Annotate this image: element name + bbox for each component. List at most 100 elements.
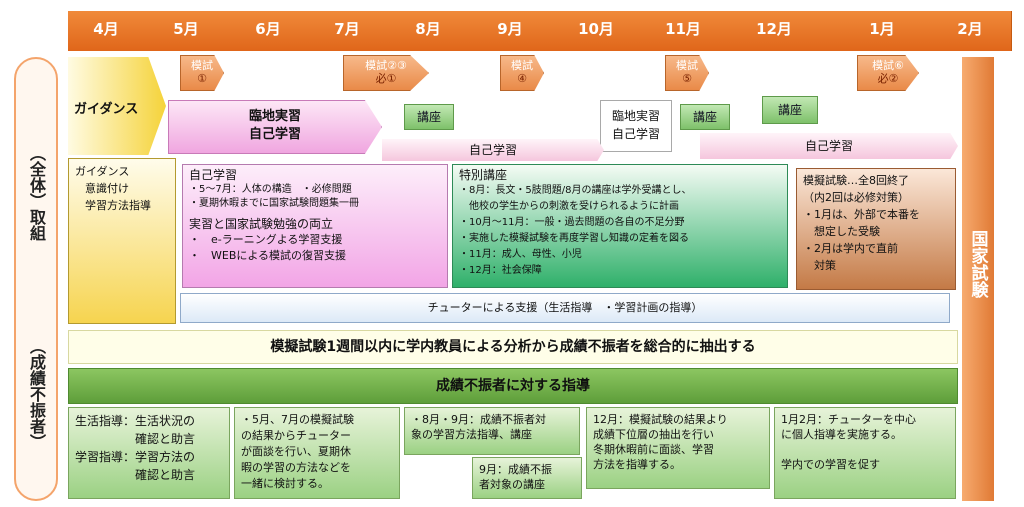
self-study-panel-bullet: ・ e-ラーニングよる学習支援 xyxy=(189,233,343,246)
month-feb: 2月 xyxy=(957,20,983,38)
month-header xyxy=(68,11,1012,51)
koza-tab-1: 講座 xyxy=(404,104,454,130)
rinchi-box-2: 臨地実習 自己学習 xyxy=(600,100,672,152)
mock-exam-panel: 模擬試験…全8回終了 （内2回は必修対策） ・1月は、外部で本番を 想定した受験… xyxy=(796,168,956,290)
guidance-panel: ガイダンス 意識付け 学習方法指導 xyxy=(68,158,176,324)
exam-tab-1-line1: 模試 xyxy=(191,59,213,72)
guidance-box-line: 1月2月：チューターを中心 xyxy=(781,413,916,426)
guidance-box-line: 確認と助言 xyxy=(75,432,196,446)
month-jan: 1月 xyxy=(869,20,895,38)
guidance-box-line: 学習指導：学習方法の xyxy=(75,450,196,464)
guidance-box-2: ・5月、7月の模擬試験 の結果からチューター が面談を行い、夏期休 暇の学習の方… xyxy=(234,407,400,499)
special-course-line: ・8月：長文・5肢問題/8月の講座は学外受講とし、 xyxy=(459,185,692,196)
guidance-box-line: 冬期休暇前に面談、学習 xyxy=(593,443,714,456)
special-course-title: 特別講座 xyxy=(459,168,508,182)
exam-tab-5-line2: 必② xyxy=(877,72,899,85)
guidance-box-line: 12月：模擬試験の結果より xyxy=(593,413,728,426)
special-course-line: ・10月〜11月：一般・過去問題の各自の不足分野 xyxy=(459,217,685,228)
guidance-box-line: 象の学習方法指導、講座 xyxy=(411,428,532,441)
guidance-box-1: 生活指導：生活状況の 確認と助言 学習指導：学習方法の 確認と助言 xyxy=(68,407,230,499)
mock-exam-line: （内2回は必修対策） xyxy=(803,191,909,204)
guidance-box-line: 成績下位層の抽出を行い xyxy=(593,428,714,441)
exam-tab-5-line1: 模試⑥ xyxy=(872,59,904,72)
month-jul: 7月 xyxy=(334,20,360,38)
month-jun: 6月 xyxy=(255,20,281,38)
mock-exam-line: ・2月は学内で直前 xyxy=(803,242,898,255)
guidance-box-line: 学内での学習を促す xyxy=(781,458,880,471)
guidance-box-3: ・8月・9月：成績不振者対 象の学習方法指導、講座 xyxy=(404,407,580,455)
special-course-line: ・11月：成人、母性、小児 xyxy=(459,249,582,260)
self-study-panel-line: ・5〜7月：人体の構造 ・必修問題 xyxy=(189,184,352,195)
guidance-box-line: 方法を指導する。 xyxy=(593,458,681,471)
national-exam-label: 国家試験 xyxy=(967,230,988,298)
guidance-box-6: 1月2月：チューターを中心 に個人指導を実施する。 学内での学習を促す xyxy=(774,407,956,499)
month-oct: 10月 xyxy=(578,20,614,38)
guidance-box-line: ・5月、7月の模擬試験 xyxy=(241,413,354,426)
guidance-box-line xyxy=(781,442,949,457)
special-course-line: ・実施した模擬試験を再度学習し知識の定着を図る xyxy=(459,233,689,244)
self-study-panel-bullet: ・ WEBによる模試の復習支援 xyxy=(189,249,347,262)
guidance-box-line: の結果からチューター xyxy=(241,429,351,442)
guidance-box-line: が面談を行い、夏期休 xyxy=(241,445,351,458)
exam-tab-4-line1: 模試 xyxy=(676,59,698,72)
special-course-panel: 特別講座 ・8月：長文・5肢問題/8月の講座は学外受講とし、 他校の学生からの刺… xyxy=(452,164,788,288)
mock-exam-line: 対策 xyxy=(803,259,836,272)
guidance-box-line: 生活指導：生活状況の xyxy=(75,414,196,428)
exam-tab-4-line2: ⑤ xyxy=(682,72,692,85)
guidance-panel-line: ガイダンス xyxy=(75,165,130,178)
guidance-green-bar: 成績不振者に対する指導 xyxy=(68,368,958,404)
rinchi-arrow-1: 臨地実習 自己学習 xyxy=(168,100,382,154)
mock-exam-line: ・1月は、外部で本番を xyxy=(803,208,920,221)
guidance-panel-line: 意識付け xyxy=(85,182,129,195)
rinchi-box-2-line2: 自己学習 xyxy=(611,127,660,141)
rinchi-arrow-1-line1: 臨地実習 xyxy=(248,109,301,124)
side-label-box xyxy=(14,57,58,501)
self-study-panel-line: ・夏期休暇までに国家試験問題集一冊 xyxy=(189,198,359,209)
exam-tab-2-line1: 模試②③ xyxy=(365,59,407,72)
exam-tab-3-line2: ④ xyxy=(517,72,527,85)
guidance-panel-line: 学習方法指導 xyxy=(85,199,151,212)
guidance-arrow xyxy=(68,57,166,155)
self-study-panel-title: 自己学習 xyxy=(189,168,238,182)
national-exam-bar xyxy=(962,57,994,501)
rinchi-box-2-line1: 臨地実習 xyxy=(611,109,660,123)
guidance-box-line: 暇の学習の方法などを xyxy=(241,461,351,474)
guidance-box-line: に個人指導を実施する。 xyxy=(781,428,902,441)
guidance-box-4: 9月：成績不振 者対象の講座 xyxy=(472,457,582,499)
guidance-box-line: 一緒に検討する。 xyxy=(241,477,329,490)
exam-tab-2-line2: 必① xyxy=(375,72,397,85)
guidance-box-line: 確認と助言 xyxy=(75,468,196,482)
month-may: 5月 xyxy=(173,20,199,38)
month-sep: 9月 xyxy=(497,20,523,38)
special-course-line: 他校の学生からの刺激を受けられるように計画 xyxy=(459,201,679,212)
self-study-arrow-1: 自己学習 xyxy=(382,139,604,161)
guidance-box-5: 12月：模擬試験の結果より 成績下位層の抽出を行い 冬期休暇前に面談、学習 方法… xyxy=(586,407,770,489)
guidance-box-line: ・8月・9月：成績不振者対 xyxy=(411,413,546,426)
koza-tab-2: 講座 xyxy=(680,104,730,130)
extraction-bar: 模擬試験1週間以内に学内教員による分析から成績不振者を総合的に抽出する xyxy=(68,330,958,364)
special-course-line: ・12月：社会保障 xyxy=(459,265,542,276)
month-apr: 4月 xyxy=(93,20,119,38)
guidance-box-line: 9月：成績不振 xyxy=(479,463,552,476)
side-label-all: （全体）取組 xyxy=(27,145,46,241)
self-study-panel-subtitle: 実習と国家試験勉強の両立 xyxy=(189,217,334,231)
exam-tab-3-line1: 模試 xyxy=(511,59,533,72)
mock-exam-line: 模擬試験…全8回終了 xyxy=(803,174,909,187)
rinchi-arrow-1-line2: 自己学習 xyxy=(248,127,301,142)
exam-tab-1-line2: ① xyxy=(197,72,207,85)
guidance-box-line: 者対象の講座 xyxy=(479,478,545,491)
month-aug: 8月 xyxy=(415,20,441,38)
mock-exam-line: 想定した受験 xyxy=(803,225,880,238)
self-study-panel: 自己学習 ・5〜7月：人体の構造 ・必修問題 ・夏期休暇までに国家試験問題集一冊… xyxy=(182,164,448,288)
tutor-support-bar: チューターによる支援（生活指導 ・学習計画の指導） xyxy=(180,293,950,323)
month-nov: 11月 xyxy=(665,20,701,38)
self-study-arrow-2: 自己学習 xyxy=(700,133,958,159)
koza-tab-3: 講座 xyxy=(762,96,818,124)
month-dec: 12月 xyxy=(756,20,792,38)
side-label-poor: （成績不振者） xyxy=(27,338,46,450)
